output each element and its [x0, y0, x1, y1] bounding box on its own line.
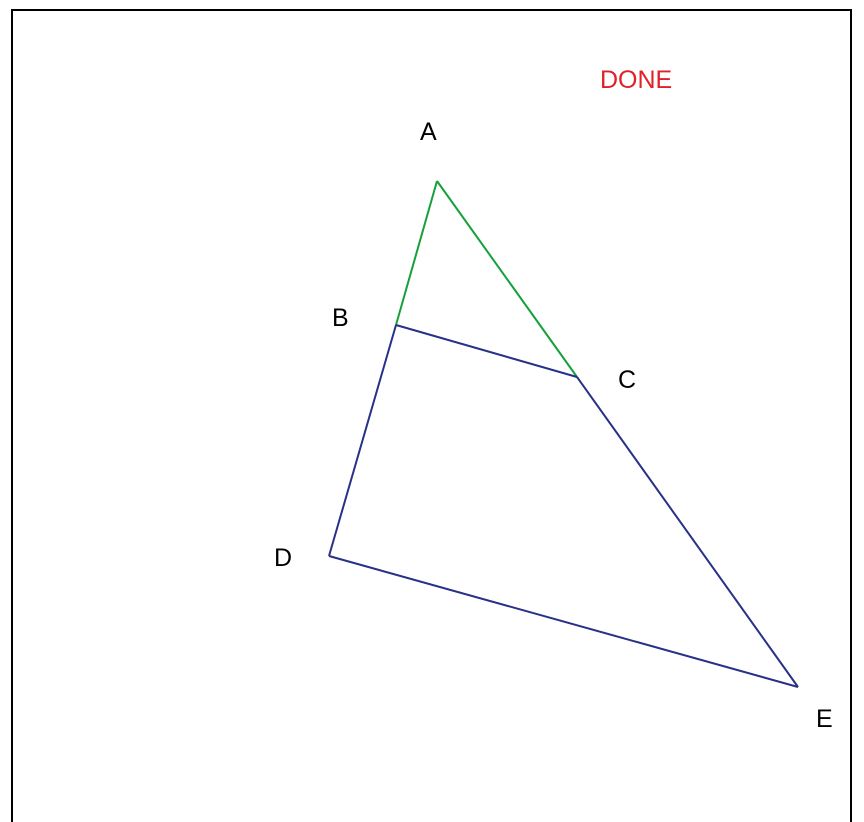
point-label-c: C — [618, 366, 636, 394]
segment-ab — [395, 180, 438, 326]
point-label-b: B — [332, 304, 349, 332]
point-label-a: A — [420, 118, 437, 146]
segment-bd — [328, 324, 397, 557]
status-done-label: DONE — [600, 66, 672, 94]
segment-ac — [436, 180, 578, 378]
segment-de — [328, 555, 799, 688]
canvas-frame — [11, 9, 852, 822]
point-label-d: D — [274, 544, 292, 572]
segment-ce — [576, 376, 799, 688]
point-label-e: E — [816, 705, 833, 733]
segment-bc — [395, 324, 578, 378]
